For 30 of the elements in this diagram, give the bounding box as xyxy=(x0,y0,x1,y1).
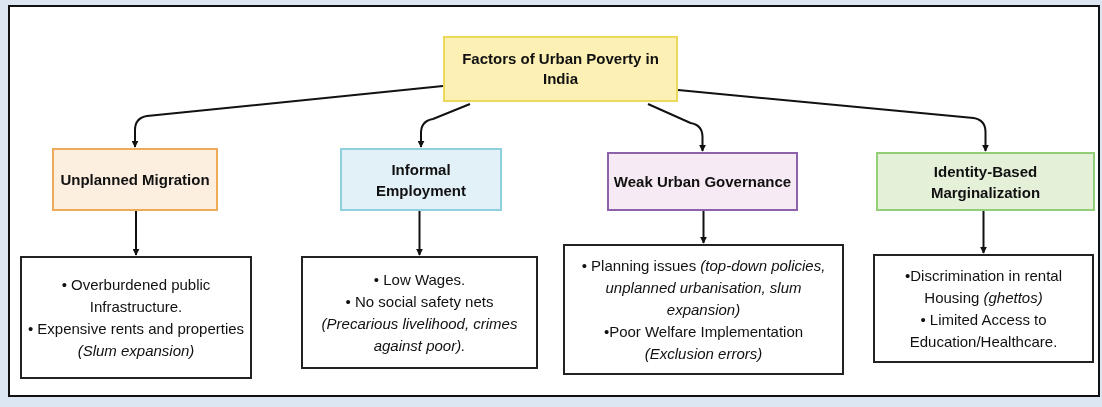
arrow xyxy=(677,89,989,152)
arrow xyxy=(647,103,706,152)
category-box xyxy=(607,152,798,211)
arrow xyxy=(980,210,987,254)
box-title: Weak Urban Governance xyxy=(613,172,792,192)
bullet-item: • Overburdened public Infrastructure. xyxy=(60,274,212,317)
arrow xyxy=(132,210,140,256)
topic-box xyxy=(443,36,678,102)
detail-box xyxy=(20,256,252,379)
bullet-item: • Planning issues (top-down policies, unplanned urbanisation, slum expansion) xyxy=(580,255,827,320)
bullet-item: •Poor Welfare Implementation (Exclusion errors) xyxy=(602,321,805,364)
category-box xyxy=(876,152,1095,211)
detail-box xyxy=(301,256,538,369)
category-box xyxy=(340,148,502,211)
category-box xyxy=(52,148,218,211)
box-title: Informal Employment xyxy=(375,159,467,201)
box-title: Identity-Based Marginalization xyxy=(929,161,1042,203)
arrow xyxy=(417,103,471,148)
bullet-item: • Low Wages. xyxy=(373,269,466,290)
arrow xyxy=(700,210,707,244)
bullet-item: • No social safety nets (Precarious livelihood, crimes against poor). xyxy=(320,291,519,356)
arrow xyxy=(416,210,423,256)
box-title: Factors of Urban Poverty in India xyxy=(461,49,660,89)
arrow xyxy=(131,85,444,148)
box-title: Unplanned Migration xyxy=(60,170,210,190)
bullet-item: • Expensive rents and properties (Slum expansion) xyxy=(26,318,246,361)
detail-box xyxy=(873,254,1094,363)
bullet-item: •Discrimination in rental Housing (ghettos) xyxy=(904,265,1063,308)
bullet-item: • Limited Access to Education/Healthcare. xyxy=(908,309,1059,352)
detail-box xyxy=(563,244,844,375)
